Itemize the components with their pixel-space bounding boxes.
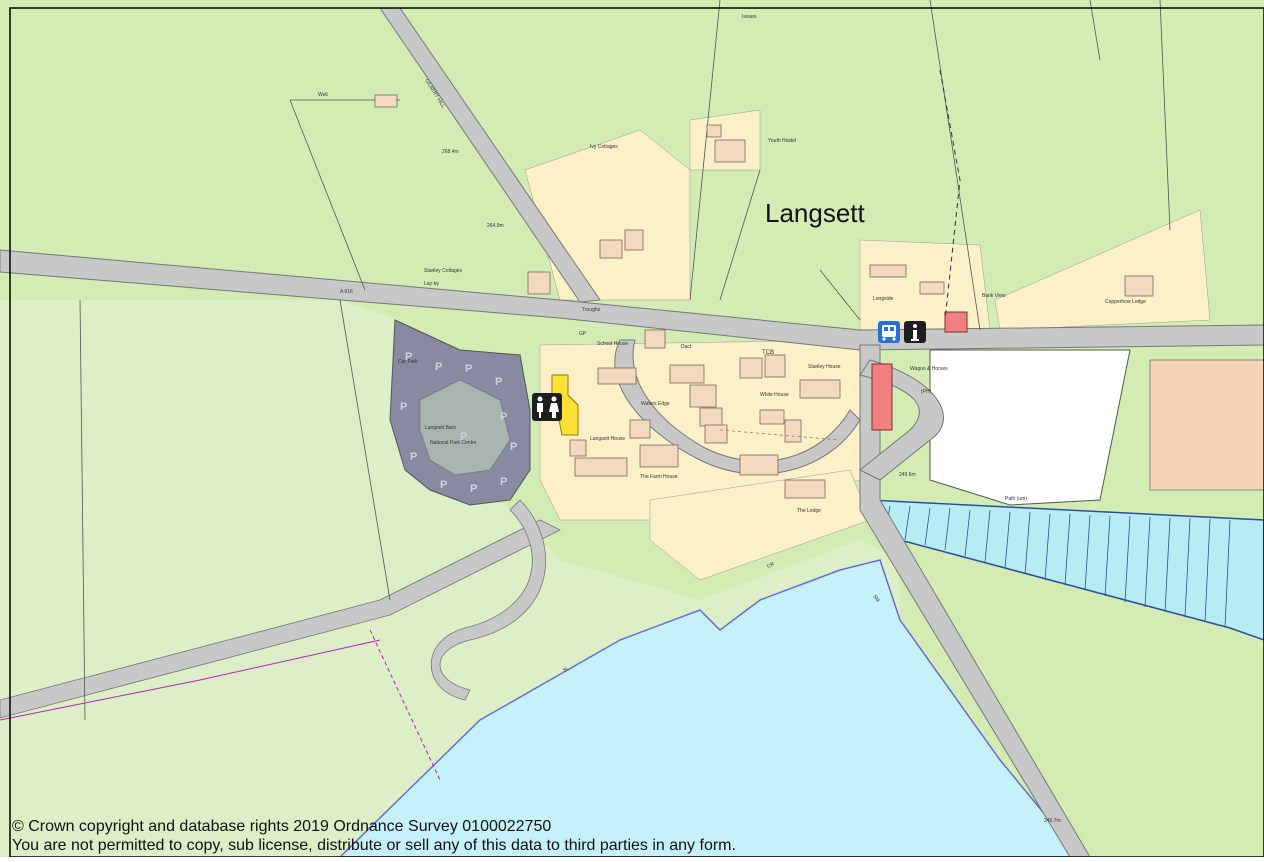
label-spot-2467: 246.7m [1044,818,1061,824]
label-waters-edge: Waters Edge [641,401,670,407]
label-spot-2649: 264.9m [487,223,504,229]
label-duct: Duct [681,344,692,350]
label-stanley-house: Stanley House [808,364,841,370]
label-youth-hostel: Youth Hostel [768,138,796,144]
label-lay-by: Lay-by [424,281,440,287]
label-tcb: TCB [762,350,774,356]
parking-icon: P [495,376,502,388]
parking-icon: P [400,401,407,413]
label-the-farm-house: The Farm House [640,474,678,480]
label-issues: Issues [742,14,757,20]
label-spot-2684: 268.4m [442,149,459,155]
label-national-park-centre: National Park Centre [430,440,477,446]
label-a616: A 616 [340,289,353,295]
information-icon[interactable] [904,321,926,343]
label-school-house: School House [597,341,628,347]
copyright-line-2: You are not permitted to copy, sub licen… [12,836,736,855]
copyright-notice: © Crown copyright and database rights 20… [12,817,736,855]
label-langsett-house: Langsett House [590,436,625,442]
label-bank-view: Bank View [982,293,1006,299]
label-langside: Langside [873,296,894,302]
label-well: Well [318,92,328,98]
large-building-east [1150,360,1264,490]
label-the-lodge: The Lodge [797,508,821,514]
label-car-park: Car Park [398,359,418,365]
open-land-east [930,350,1130,505]
place-label-langsett: Langsett [765,198,866,228]
parking-icon: P [510,441,517,453]
parking-icon: P [500,476,507,488]
bus-stop-icon[interactable] [878,321,900,343]
label-ivy-cottages: Ivy Cottages [590,144,618,150]
label-wagon-horses: Wagon & Horses [910,366,948,372]
copyright-line-1: © Crown copyright and database rights 20… [12,817,736,836]
label-white-house: White House [760,392,789,398]
label-ph: (PH) [921,389,932,395]
parking-icon: P [440,479,447,491]
label-stanley-cottages: Stanley Cottages [424,268,463,274]
parking-icon: P [470,483,477,495]
label-langsett-barn: Langsett Barn [425,425,456,431]
label-path-unk: Path (um) [1005,496,1027,502]
label-gp: GP [579,331,587,337]
label-copperhow-lodge: Copperhow Lodge [1105,299,1146,305]
red-building [945,312,967,332]
toilets-icon[interactable] [532,393,562,421]
parking-icon: P [465,363,472,375]
parking-icon: P [410,451,417,463]
label-troughs: Troughs [582,307,601,313]
wagon-and-horses-building [872,364,892,430]
parking-icon: P [500,411,507,423]
parking-icon: P [435,361,442,373]
label-spot-2496: 249.6m [899,472,916,478]
